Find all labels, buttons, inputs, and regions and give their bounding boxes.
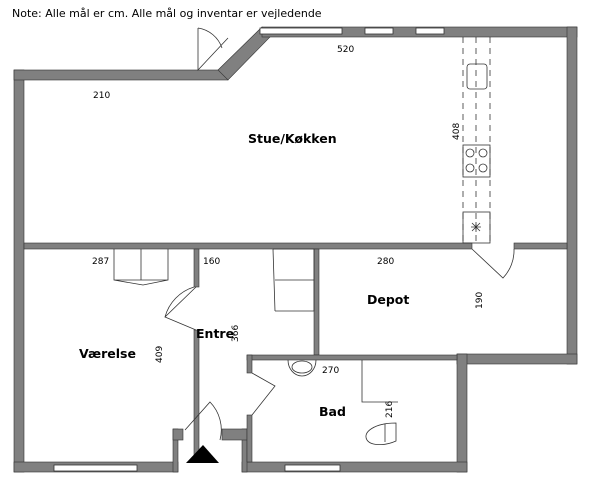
note-text: Note: Alle mål er cm. Alle mål og invent…: [12, 7, 322, 20]
furniture: [113, 37, 491, 446]
dim-stue-width: 520: [337, 45, 354, 55]
labels: Stue/Køkken 520 210 408 Værelse 287 409 …: [79, 45, 485, 419]
kitchen-counter: [462, 37, 491, 243]
dim-vaerelse-width: 287: [92, 257, 109, 267]
doors: [164, 27, 515, 463]
window: [259, 27, 343, 35]
entry-door: [184, 401, 222, 441]
entre-closet: [272, 248, 315, 312]
wardrobe: [113, 249, 169, 286]
depot-door: [471, 248, 515, 279]
room-label-stue: Stue/Køkken: [248, 131, 337, 146]
dim-vaerelse-depth: 409: [155, 346, 165, 363]
washbasin-icon: [287, 359, 317, 377]
windows: [53, 27, 445, 472]
vaerelse-door: [164, 286, 197, 331]
dim-depot-depth: 190: [475, 292, 485, 309]
room-label-vaerelse: Værelse: [79, 346, 136, 361]
dim-entre-depth: 366: [231, 325, 241, 342]
dim-stue-depth: 408: [452, 123, 462, 140]
balcony-door: [197, 27, 229, 72]
fan-icon: [462, 211, 491, 244]
dim-entre-width: 160: [203, 257, 220, 267]
dim-bad-width: 270: [322, 366, 339, 376]
room-label-depot: Depot: [367, 292, 409, 307]
dim-depot-width: 280: [377, 257, 394, 267]
toilet-icon: [365, 422, 397, 446]
room-label-entre: Entre: [196, 326, 234, 341]
stove-icon: [462, 144, 491, 178]
dim-bad-depth: 216: [385, 401, 395, 418]
window: [284, 464, 341, 472]
window: [53, 464, 138, 472]
room-label-bad: Bad: [319, 404, 346, 419]
window: [364, 27, 394, 35]
sink-icon: [466, 63, 488, 90]
entrance-arrow-icon: [186, 445, 219, 463]
bad-door: [251, 372, 276, 416]
inner-walls: [23, 242, 568, 463]
shower: [361, 360, 398, 403]
dim-stue-left: 210: [93, 91, 110, 101]
window: [415, 27, 445, 35]
